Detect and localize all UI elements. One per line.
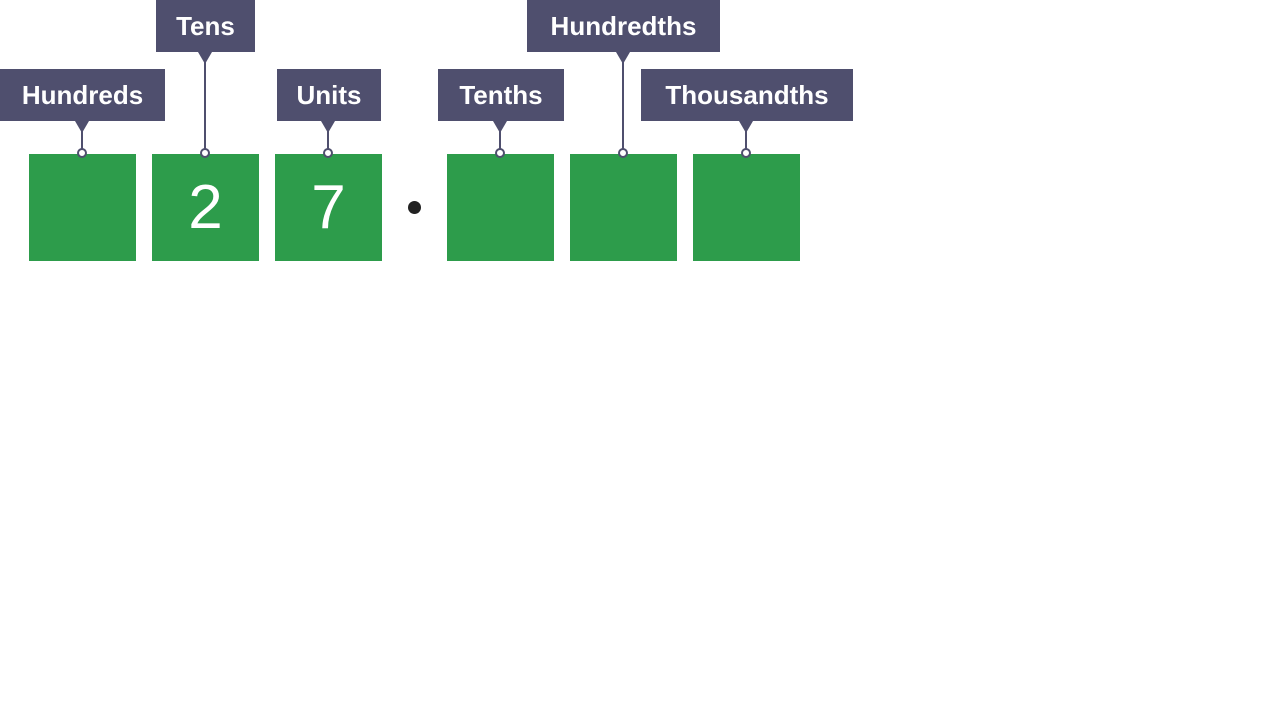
label-hundredths: Hundredths: [527, 0, 720, 52]
digit-box-tenths: [447, 154, 554, 261]
digit-box-hundredths: [570, 154, 677, 261]
digit-box-tens: 2: [152, 154, 259, 261]
decimal-point: [408, 201, 421, 214]
label-tens: Tens: [156, 0, 255, 52]
label-thousandths: Thousandths: [641, 69, 853, 121]
connector-dot-thousandths: [741, 148, 751, 158]
connector-tens: [204, 52, 206, 153]
digit-box-thousandths: [693, 154, 800, 261]
label-units: Units: [277, 69, 381, 121]
connector-dot-hundredths: [618, 148, 628, 158]
label-tenths: Tenths: [438, 69, 564, 121]
connector-dot-tenths: [495, 148, 505, 158]
connector-dot-units: [323, 148, 333, 158]
connector-hundreds: [81, 121, 83, 153]
connector-units: [327, 121, 329, 153]
connector-hundredths: [622, 52, 624, 153]
connector-thousandths: [745, 121, 747, 153]
digit-box-hundreds: [29, 154, 136, 261]
digit-box-units: 7: [275, 154, 382, 261]
connector-dot-tens: [200, 148, 210, 158]
connector-tenths: [499, 121, 501, 153]
connector-dot-hundreds: [77, 148, 87, 158]
label-hundreds: Hundreds: [0, 69, 165, 121]
